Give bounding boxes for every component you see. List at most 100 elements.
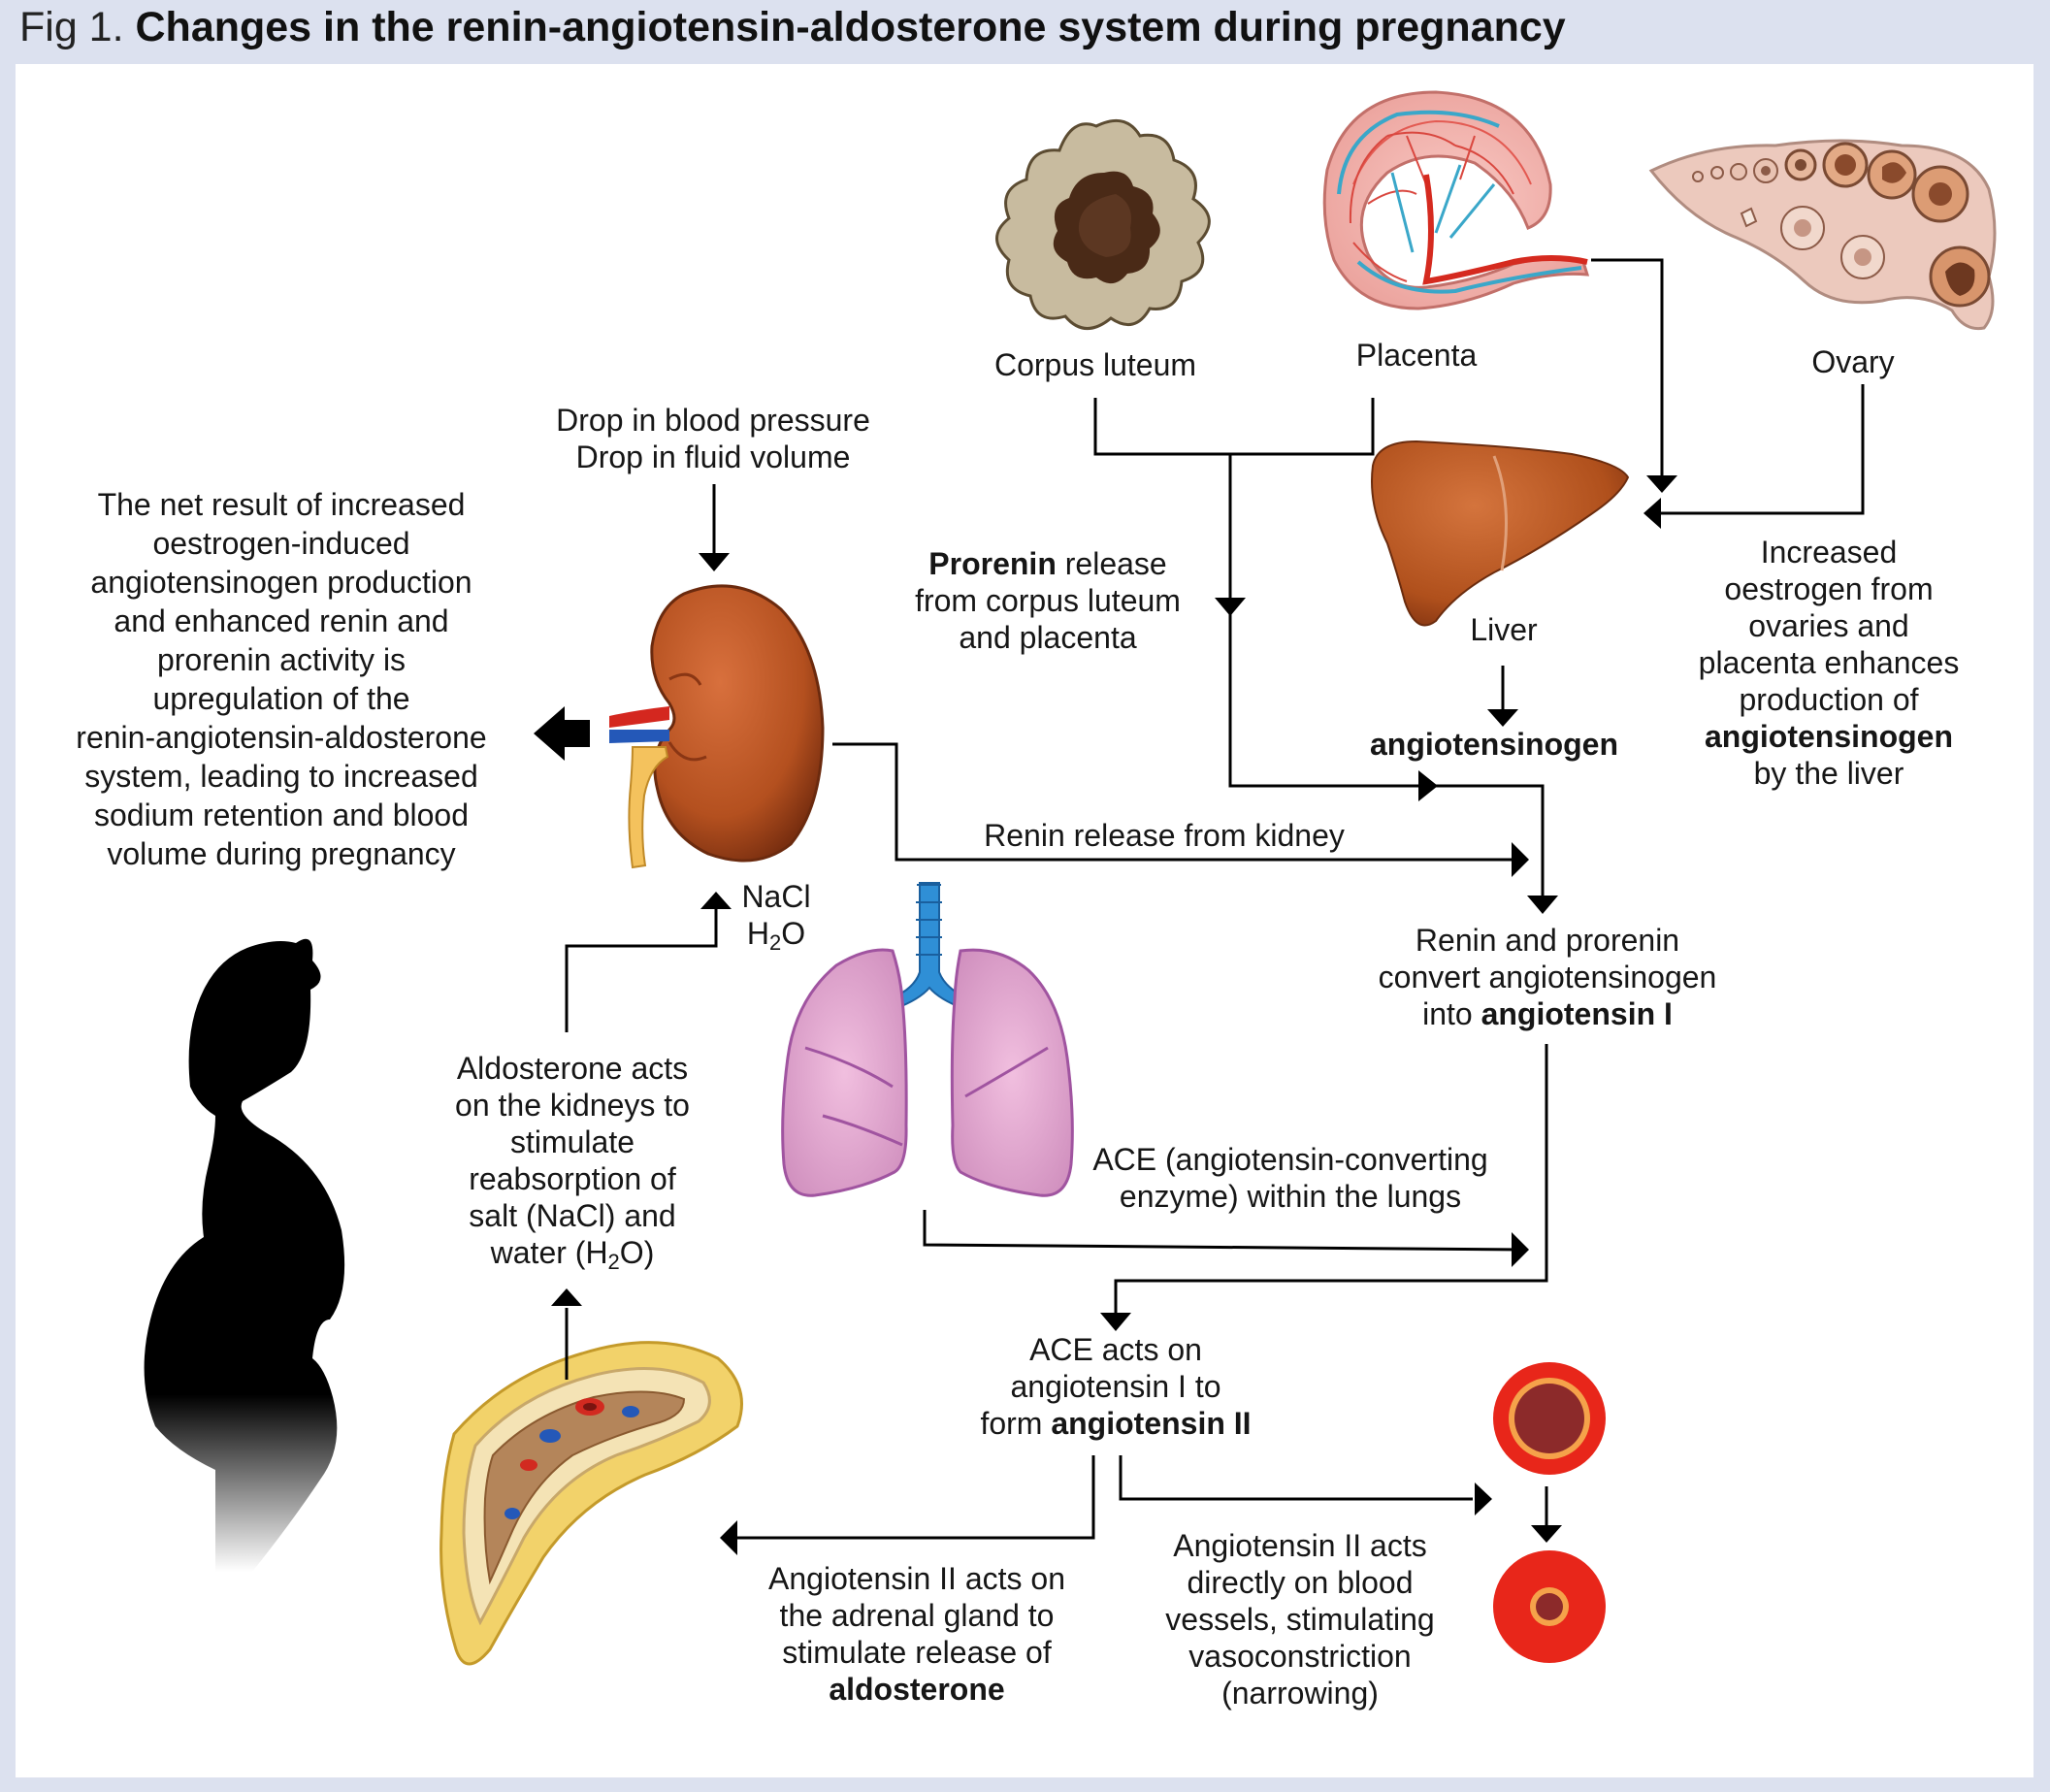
ace-acts-line-1: ACE acts on [1029, 1332, 1202, 1367]
arrowhead-nacl [700, 892, 732, 909]
oestrogen-line: production of [1739, 682, 1919, 717]
vessels-text: Angiotensin II acts directly on blood ve… [1125, 1527, 1475, 1711]
arrowhead-placenta-liver [1646, 475, 1677, 493]
arrowheads [534, 475, 1677, 1555]
liver-icon [1371, 440, 1630, 627]
arrowhead-to-angiotensinogen [1418, 770, 1438, 801]
label-renin-release: Renin release from kidney [984, 818, 1345, 853]
oestrogen-line: Increased [1760, 535, 1898, 570]
oestrogen-last: by the liver [1753, 756, 1904, 791]
arrowhead-to-renin-convert [1527, 896, 1558, 914]
aldo-water-pre: water (H [490, 1235, 608, 1270]
net-result-line: system, leading to increased [84, 759, 478, 794]
connector-corpus-placenta-line [1093, 398, 1375, 456]
vessels-line: (narrowing) [1221, 1676, 1379, 1711]
net-result-line: oestrogen-induced [152, 526, 410, 561]
aldo-line: salt (NaCl) and [469, 1198, 676, 1233]
drop-line-1: Drop in blood pressure [556, 403, 870, 438]
connector-prorenin-line [1228, 454, 1421, 788]
connector-lungs-ace [923, 1210, 1526, 1252]
connector-placenta-to-liver [1591, 258, 1664, 479]
arrowhead-ace-acts [1100, 1313, 1131, 1331]
blood-vessel-constricted-icon [1493, 1550, 1606, 1663]
placenta-icon [1322, 90, 1590, 310]
oestrogen-text: Increased oestrogen from ovaries and pla… [1669, 534, 1989, 792]
vessels-line: Angiotensin II acts [1173, 1528, 1427, 1563]
nacl-text: NaCl [741, 879, 811, 914]
adrenal-line: Angiotensin II acts on [768, 1561, 1065, 1596]
vessels-line: vessels, stimulating [1165, 1602, 1435, 1637]
connector-lines [565, 258, 1865, 1540]
net-result-line: and enhanced renin and [114, 603, 449, 638]
pregnant-woman-silhouette [144, 938, 345, 1572]
connector-to-vessels [1119, 1455, 1473, 1501]
figure-title-text: Changes in the renin-angiotensin-aldoste… [135, 4, 1566, 50]
h2o-o: O [781, 916, 806, 951]
net-result-line: angiotensinogen production [90, 565, 472, 600]
arrowhead-prorenin [1215, 598, 1246, 616]
blood-vessel-normal-icon [1493, 1362, 1606, 1475]
oestrogen-bold: angiotensinogen [1705, 719, 1953, 754]
arrowhead-constrict [1531, 1525, 1562, 1543]
ace-acts-line-2: angiotensin I to [1010, 1369, 1221, 1404]
prorenin-rest: release [1056, 546, 1167, 581]
renin-convert-line-1: Renin and prorenin [1415, 923, 1680, 958]
label-corpus-luteum: Corpus luteum [993, 347, 1197, 382]
adrenal-text: Angiotensin II acts on the adrenal gland… [732, 1560, 1101, 1708]
label-angiotensinogen: angiotensinogen [1370, 727, 1618, 762]
prorenin-line-2: from corpus luteum [915, 583, 1181, 618]
net-result-line: The net result of increased [97, 487, 466, 522]
oestrogen-line: placenta enhances [1698, 645, 1960, 680]
renin-convert-pre: into [1422, 996, 1481, 1031]
prorenin-bold: Prorenin [928, 546, 1057, 581]
aldo-line: on the kidneys to [455, 1088, 690, 1123]
net-result-line: upregulation of the [152, 681, 410, 716]
aldo-water-sub: 2 [607, 1250, 620, 1274]
net-result-line: sodium retention and blood [93, 798, 470, 832]
connector-angiotensin-I-down [1114, 1044, 1548, 1316]
arrowhead-vessels [1475, 1482, 1492, 1515]
connector-kidney-renin [832, 742, 1525, 862]
oestrogen-line: ovaries and [1748, 608, 1909, 643]
arrowhead-aldo-text [551, 1288, 582, 1306]
drop-line-2: Drop in fluid volume [575, 440, 851, 474]
connector-ovary-to-liver [1651, 384, 1865, 515]
connector-aldo-to-kidney [565, 907, 718, 1032]
connector-to-adrenal [730, 1455, 1095, 1540]
renin-convert-text: Renin and prorenin convert angiotensinog… [1329, 922, 1766, 1032]
corpus-luteum-icon [995, 118, 1211, 330]
result-arrow-icon [534, 706, 590, 761]
arrowhead-renin-release [1512, 842, 1529, 877]
label-liver: Liver [1470, 612, 1538, 647]
figure-number: Fig 1. [19, 4, 124, 50]
h2o-h: H [746, 916, 769, 951]
ace-acts-pre: form [980, 1406, 1052, 1441]
net-result-line: prorenin activity is [156, 642, 407, 677]
renin-convert-line-2: convert angiotensinogen [1378, 960, 1717, 994]
aldo-water-post: O) [619, 1235, 655, 1270]
aldo-line: reabsorption of [469, 1161, 676, 1196]
h2o-sub: 2 [768, 930, 782, 955]
aldo-line: stimulate [509, 1124, 635, 1159]
net-result-line: renin-angiotensin-aldosterone [76, 720, 487, 755]
diagram-panel [16, 64, 2034, 1777]
adrenal-line: stimulate release of [782, 1635, 1052, 1670]
ace-lungs-line-1: ACE (angiotensin-converting [1092, 1142, 1488, 1177]
arrowhead-ovary-liver [1643, 498, 1661, 529]
aldo-line: Aldosterone acts [456, 1051, 689, 1086]
aldo-kidney-text: Aldosterone acts on the kidneys to stimu… [427, 1050, 718, 1281]
prorenin-text: Prorenin release from corpus luteum and … [878, 545, 1218, 656]
arrowhead-lungs-ace [1512, 1232, 1529, 1267]
arrowhead-adrenal [720, 1520, 737, 1555]
vessels-line: directly on blood [1187, 1565, 1414, 1600]
net-result-line: volume during pregnancy [107, 836, 456, 871]
ace-lungs-text: ACE (angiotensin-converting enzyme) with… [1067, 1141, 1513, 1215]
ace-acts-text: ACE acts on angiotensin I to form angiot… [941, 1331, 1290, 1442]
arrowhead-drop [699, 553, 730, 571]
prorenin-line-3: and placenta [959, 620, 1137, 655]
net-result-text: The net result of increased oestrogen-in… [29, 485, 534, 873]
label-nacl-h2o: NaCl H2O [732, 878, 820, 961]
label-drop: Drop in blood pressure Drop in fluid vol… [480, 402, 946, 475]
